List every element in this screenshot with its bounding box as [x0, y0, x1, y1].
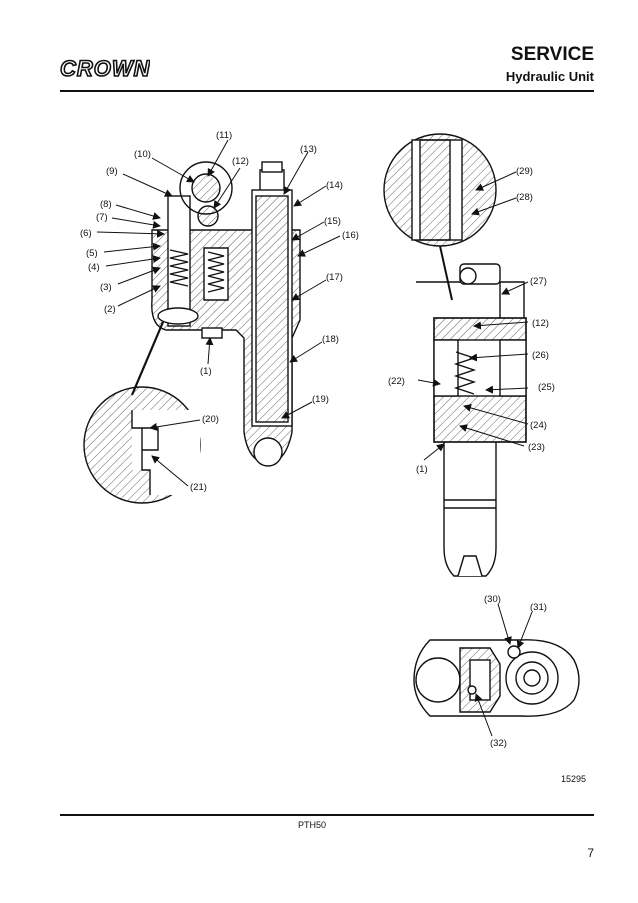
callout-26: (26)	[532, 350, 549, 361]
callout-32: (32)	[490, 738, 507, 749]
callout-4: (4)	[88, 262, 100, 273]
callout-11: (11)	[216, 130, 232, 141]
section-title: SERVICE	[510, 44, 594, 65]
page-number: 7	[587, 846, 594, 860]
left-assembly-drawing	[151, 161, 301, 467]
callout-16: (16)	[342, 230, 359, 241]
figure-number: 15295	[561, 774, 587, 784]
callout-10: (10)	[134, 149, 151, 160]
callout-29: (29)	[516, 166, 533, 177]
svg-text:CROWN: CROWN	[60, 56, 150, 80]
callout-23: (23)	[528, 442, 545, 453]
crown-logo: CROWN	[59, 55, 150, 85]
callout-3: (3)	[100, 282, 112, 293]
callout-1b: (1)	[416, 464, 428, 475]
detail-circle-left	[83, 321, 201, 504]
footer-rule	[60, 814, 594, 816]
callout-labels: (1) (1) (2) (3) (4) (5) (6) (7) (8) (9) …	[80, 130, 555, 749]
section-subtitle: Hydraulic Unit	[505, 69, 594, 84]
callout-27: (27)	[530, 276, 547, 287]
header-rule	[60, 90, 594, 92]
callout-14: (14)	[326, 180, 343, 191]
callout-13: (13)	[300, 144, 317, 155]
callout-7: (7)	[96, 212, 108, 223]
callout-17: (17)	[326, 272, 343, 283]
callout-12b: (12)	[532, 318, 549, 329]
callout-24: (24)	[530, 420, 547, 431]
callout-2: (2)	[104, 304, 116, 315]
callout-22: (22)	[388, 376, 405, 387]
callout-8: (8)	[100, 199, 112, 210]
callout-9: (9)	[106, 166, 118, 177]
right-assembly-drawing	[383, 133, 527, 577]
callout-5: (5)	[86, 248, 98, 259]
callout-21: (21)	[190, 482, 207, 493]
callout-20: (20)	[202, 414, 219, 425]
footer-model: PTH50	[298, 820, 327, 830]
callout-30: (30)	[484, 594, 501, 605]
callout-31: (31)	[530, 602, 547, 613]
callout-12a: (12)	[232, 156, 249, 167]
leader-lines	[96, 139, 533, 737]
callout-15: (15)	[324, 216, 341, 227]
callout-19: (19)	[312, 394, 329, 405]
callout-6: (6)	[80, 228, 92, 239]
callout-28: (28)	[516, 192, 533, 203]
callout-1a: (1)	[200, 366, 212, 377]
bottom-view-drawing	[413, 639, 580, 717]
callout-25: (25)	[538, 382, 555, 393]
callout-18: (18)	[322, 334, 339, 345]
